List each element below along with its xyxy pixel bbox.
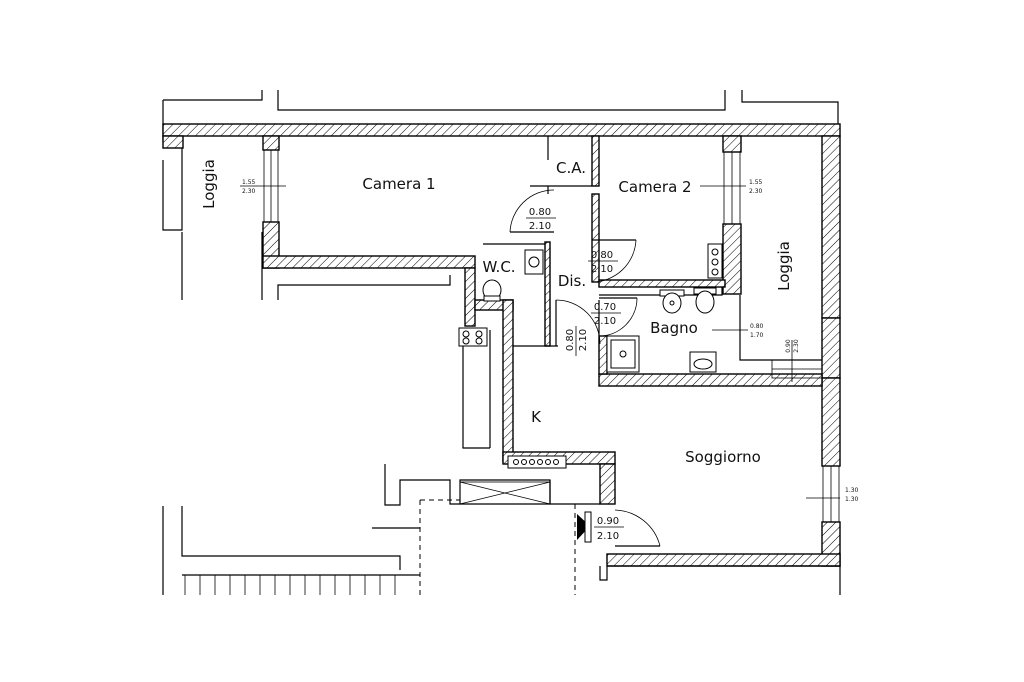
room-label-kitchen: K [531,408,542,426]
neighbour-outline-top [162,90,839,124]
window-loggia-right-height: 2.30 [793,339,800,353]
window-bagno-width: 0.80 [750,323,764,330]
door-bagno-height: 2.10 [594,316,616,327]
wc-sink-icon [524,249,544,275]
washbasin-icon [689,351,717,373]
loggia-left-outline [162,124,263,300]
cooktop-icon [458,327,488,347]
room-label-bagno: Bagno [650,319,698,337]
window-soggiorno-width: 1.30 [845,487,859,494]
bidet-icon [659,289,685,314]
door-camera2-height: 2.10 [591,264,613,275]
window-bagno-height: 1.70 [750,332,764,339]
window-dimensions: 1.55 2.30 1.55 2.30 0.80 1.70 0.90 2.30 … [242,179,859,503]
room-label-camera2: Camera 2 [618,178,691,196]
walls [162,123,841,567]
kitchen-counter-icon [507,455,567,469]
door-bagno-width: 0.70 [594,302,616,313]
door-camera1-height: 2.10 [529,221,551,232]
room-label-wc: W.C. [482,258,515,276]
entrance-door-icon [577,511,592,543]
door-wc-width: 0.80 [565,329,576,351]
room-label-camera1: Camera 1 [362,175,435,193]
toilet-icon [693,287,717,314]
window-loggia-left-width: 1.55 [242,179,256,186]
doors [509,189,661,547]
window-soggiorno-height: 1.30 [845,496,859,503]
door-wc-height: 2.10 [578,329,589,351]
neighbour-outline-bottom [162,275,841,595]
door-entrance-height: 2.10 [597,531,619,542]
room-label-loggia-right: Loggia [775,241,793,291]
door-camera2-width: 0.80 [591,250,613,261]
room-labels: Loggia Camera 1 C.A. Camera 2 W.C. Dis. … [200,159,793,466]
shower-icon [606,335,640,373]
door-camera1-width: 0.80 [529,207,551,218]
window-camera2-height: 2.30 [749,188,763,195]
room-label-dis: Dis. [558,272,586,290]
window-camera2-width: 1.55 [749,179,763,186]
boiler-icon [707,243,723,279]
door-dimensions: 0.80 2.10 0.80 2.10 0.70 2.10 0.80 2.10 … [526,207,624,542]
room-label-ca: C.A. [556,159,586,177]
room-label-soggiorno: Soggiorno [685,448,761,466]
wc-toilet-icon [482,279,502,302]
window-loggia-right-width: 0.90 [785,339,792,353]
room-label-loggia-left: Loggia [200,159,218,209]
windows [240,149,840,523]
door-entrance-width: 0.90 [597,516,619,527]
window-loggia-left-height: 2.30 [242,188,256,195]
stairs [184,575,396,595]
fixtures [458,243,723,469]
